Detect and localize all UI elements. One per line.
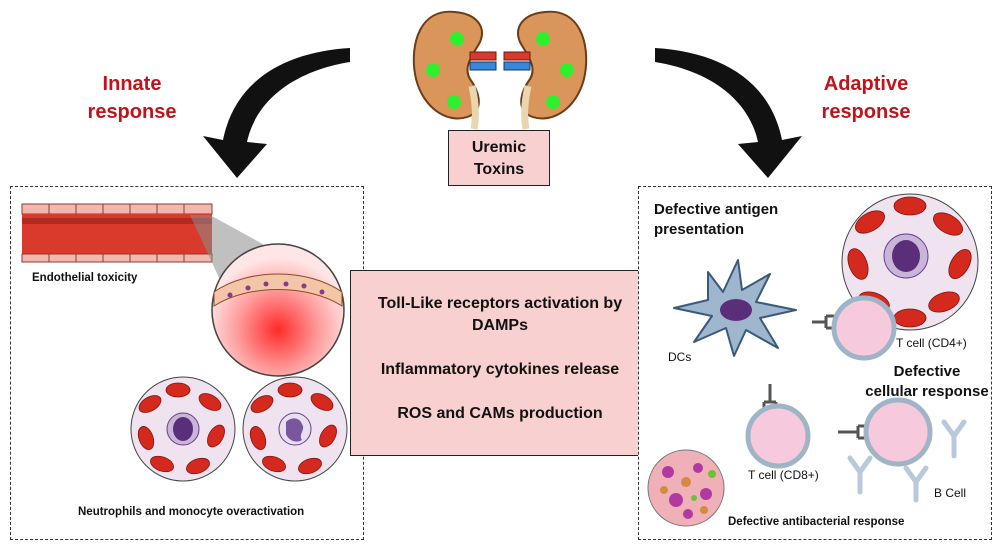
center-item1-line1: Toll-Like receptors activation by bbox=[377, 295, 623, 312]
blood-vessel-illustration bbox=[21, 203, 213, 263]
defective-cellular-label: Defective cellular response bbox=[862, 362, 992, 402]
tcell-cd8-icon bbox=[745, 384, 811, 469]
neutrophil-circle-left bbox=[130, 376, 236, 482]
endothelial-toxicity-label: Endothelial toxicity bbox=[32, 272, 138, 284]
arrow-to-innate bbox=[203, 48, 350, 178]
cellular-line1: Defective bbox=[893, 363, 961, 380]
rbc-circle bbox=[841, 193, 979, 331]
bcell-label: B Cell bbox=[934, 486, 967, 500]
center-item1-line2: DAMPs bbox=[471, 317, 528, 334]
bcell-icon bbox=[838, 397, 967, 503]
defective-antigen-label: Defective antigen presentation bbox=[654, 200, 778, 240]
innate-heading-line1: Innate bbox=[102, 73, 162, 95]
adaptive-response-heading: Adaptive response bbox=[806, 70, 926, 126]
adaptive-heading-line2: response bbox=[821, 101, 911, 123]
tcell-cd4-icon bbox=[812, 295, 897, 361]
dendritic-cell-icon bbox=[673, 259, 797, 357]
adaptive-heading-line1: Adaptive bbox=[823, 73, 909, 95]
antigen-line1: Defective antigen bbox=[654, 201, 779, 218]
antigen-line2: presentation bbox=[654, 221, 745, 238]
tcell-cd8-label: T cell (CD8+) bbox=[748, 468, 819, 482]
center-item3: ROS and CAMs production bbox=[397, 405, 603, 422]
dcs-label: DCs bbox=[668, 350, 692, 364]
tcell-cd4-label: T cell (CD4+) bbox=[896, 336, 967, 350]
endothelium-zoom-circle bbox=[211, 243, 345, 377]
uremic-toxins-line1: Uremic bbox=[471, 139, 527, 156]
neutrophil-circle-right bbox=[242, 376, 348, 482]
uremic-toxins-box: Uremic Toxins bbox=[448, 130, 550, 186]
neutrophils-label: Neutrophils and monocyte overactivation bbox=[78, 506, 305, 518]
cellular-line2: cellular response bbox=[865, 383, 989, 400]
uremic-toxins-line2: Toxins bbox=[473, 161, 525, 178]
innate-heading-line2: response bbox=[87, 101, 177, 123]
innate-response-heading: Innate response bbox=[72, 70, 192, 126]
bacteria-circle bbox=[647, 449, 725, 527]
center-item2: Inflammatory cytokines release bbox=[380, 361, 620, 378]
center-mechanisms-box: Toll-Like receptors activation by DAMPs … bbox=[350, 270, 650, 456]
antibacterial-label: Defective antibacterial response bbox=[728, 516, 905, 528]
kidneys-illustration bbox=[412, 10, 588, 130]
arrow-to-adaptive bbox=[655, 48, 802, 178]
